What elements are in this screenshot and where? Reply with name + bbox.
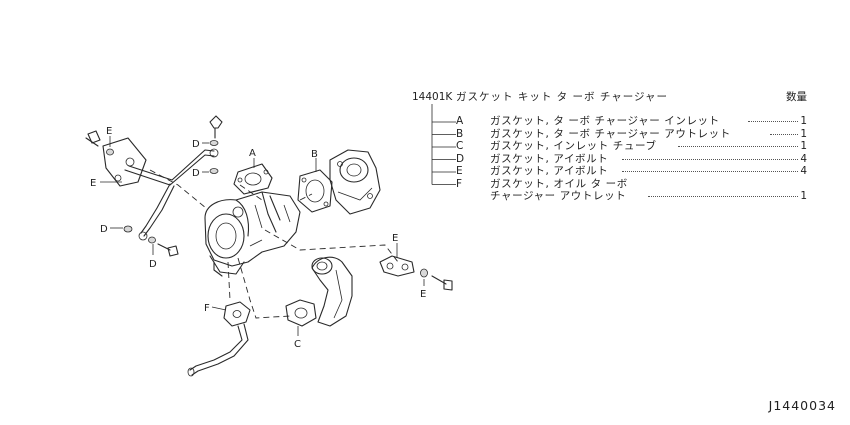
callout-a: A [249, 148, 256, 159]
item-label: C [456, 140, 464, 152]
kit-header-row: 14401K ガスケット キット タ ーボ チャージャー 数量 [412, 91, 812, 105]
parts-list-item-e: E ガスケット, アイボルト 4 [442, 165, 807, 178]
gasket-f-oil-outlet [223, 301, 251, 327]
assembly-guide-lines [149, 169, 399, 319]
callout-d-left: D [100, 224, 108, 235]
callout-f: F [204, 303, 210, 314]
gasket-c-inlet-tube [285, 299, 317, 327]
callout-leaders [100, 136, 425, 336]
item-name: ガスケット, オイル タ ーボ [490, 177, 628, 190]
item-quantity: 4 [800, 152, 807, 165]
callout-b: B [311, 149, 318, 160]
item-quantity: 1 [800, 190, 807, 202]
leader-dots [622, 158, 798, 160]
parts-list-item-a: A ガスケット, タ ーボ チャージャー インレット 1 [442, 115, 807, 128]
item-label: E [456, 165, 463, 177]
item-name: ガスケット, アイボルト [490, 165, 609, 177]
parts-list-item-d: D ガスケット, アイボルト 4 [442, 153, 807, 166]
parts-list-item-f-continued: チャージャー アウトレット 1 [442, 190, 807, 203]
oil-feed-pipe [124, 148, 219, 241]
inlet-tube [311, 256, 353, 327]
callout-labels: E E D D D D A B C F E E [90, 126, 426, 350]
parts-list: 14401K ガスケット キット タ ーボ チャージャー 数量 A ガスケット,… [412, 91, 812, 202]
item-label: A [456, 115, 464, 127]
callout-e-lower-right: E [420, 289, 426, 300]
diagram-id: J1440034 [768, 398, 836, 413]
oil-return-line-right [379, 255, 453, 291]
parts-list-item-b: B ガスケット, タ ーボ チャージャー アウトレット 1 [442, 128, 807, 141]
leader-dots [648, 196, 798, 197]
item-name-continued: チャージャー アウトレット [490, 190, 627, 202]
item-quantity: 4 [800, 165, 807, 177]
item-quantity: 1 [800, 140, 807, 152]
parts-list-tree-lines [431, 104, 456, 185]
callout-c: C [294, 339, 301, 350]
callout-d-lower: D [149, 259, 157, 270]
quantity-header: 数量 [786, 91, 807, 103]
oil-drain-pipe [187, 323, 249, 377]
turbocharger-body [204, 191, 301, 277]
parts-list-item-c: C ガスケット, インレット チューブ 1 [442, 140, 807, 153]
callout-e-right: E [392, 233, 398, 244]
leader-dots [622, 171, 798, 172]
leader-dots [748, 121, 798, 122]
item-name: ガスケット, タ ーボ チャージャー インレット [490, 115, 720, 127]
eye-bolt-lower-left [123, 225, 179, 257]
item-quantity: 1 [800, 127, 807, 140]
leader-dots [678, 146, 798, 147]
leader-dots [770, 133, 798, 135]
gasket-b-turbo-outlet [297, 169, 333, 213]
kit-part-name: ガスケット キット タ ーボ チャージャー [456, 91, 669, 103]
eye-bolt-top [209, 115, 223, 174]
parts-list-item-f: F ガスケット, オイル タ ーボ [442, 178, 807, 191]
item-quantity: 1 [800, 115, 807, 127]
item-label: B [456, 127, 464, 140]
item-name: ガスケット, アイボルト [490, 152, 609, 165]
item-name: ガスケット, インレット チューブ [490, 140, 657, 152]
turbo-outlet-housing [329, 149, 381, 215]
callout-e-bracket: E [90, 178, 96, 189]
callout-d-top: D [192, 139, 200, 150]
gasket-a-turbo-inlet [233, 163, 273, 195]
callout-e-top-left: E [106, 126, 112, 137]
kit-part-code: 14401K [412, 91, 453, 103]
item-label: F [456, 177, 463, 190]
item-name: ガスケット, タ ーボ チャージャー アウトレット [490, 127, 731, 140]
callout-d-mid: D [192, 168, 200, 179]
item-label: D [456, 152, 465, 165]
